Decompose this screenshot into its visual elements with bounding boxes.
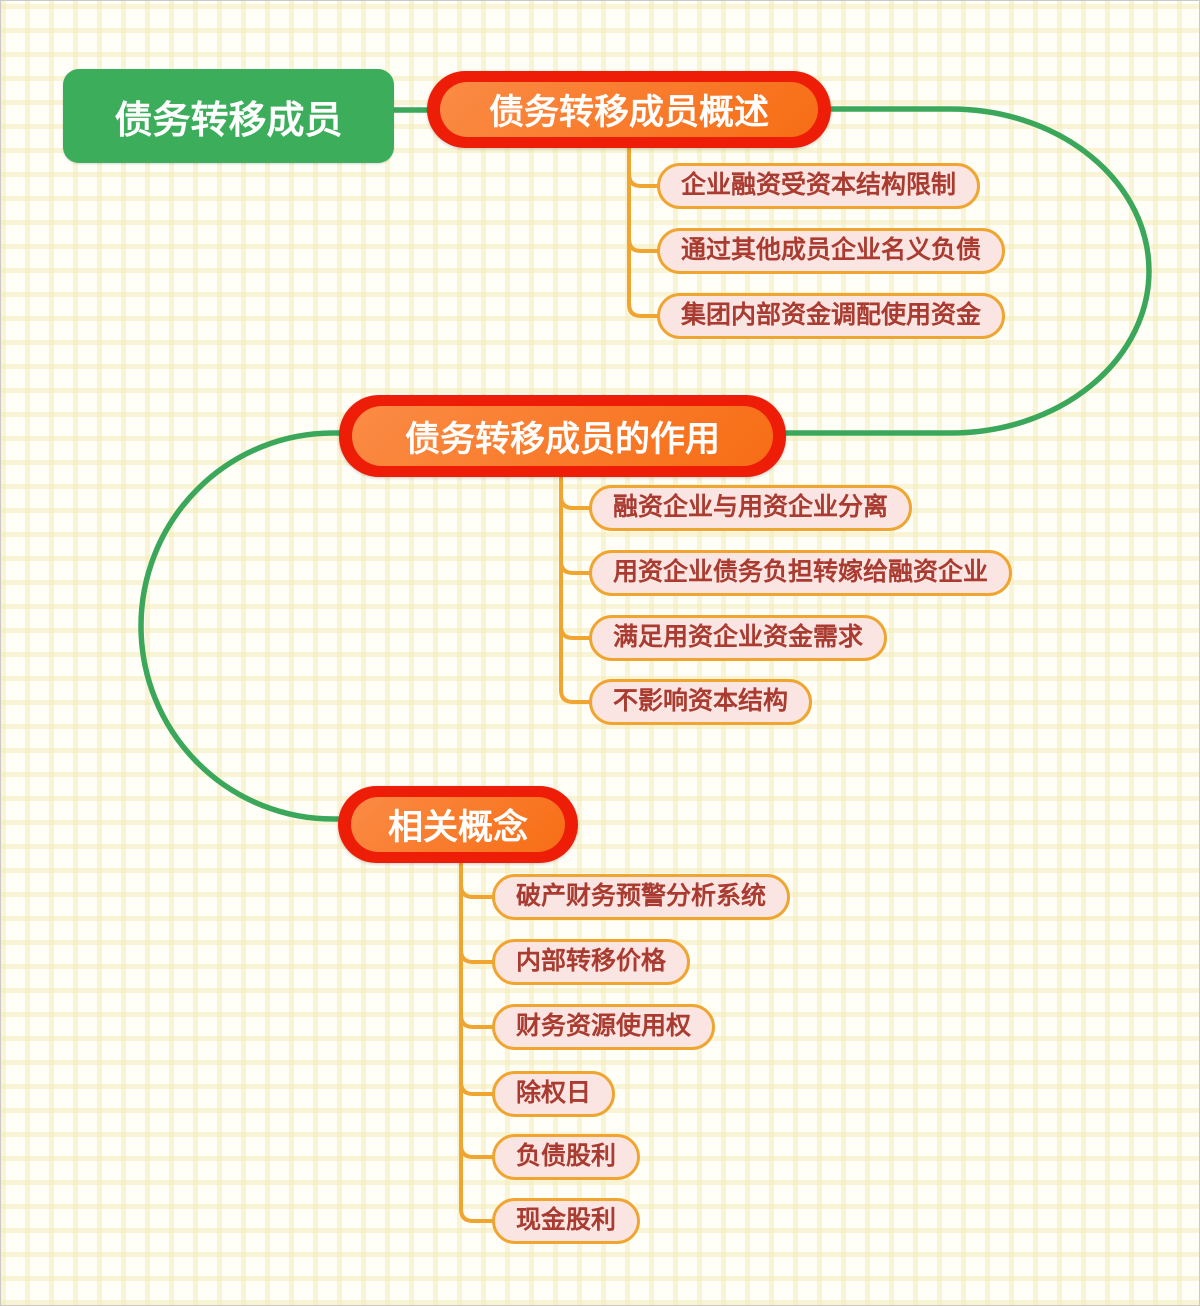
branch-node-function[interactable]: 债务转移成员的作用 bbox=[339, 395, 786, 477]
branch-node-overview-label: 债务转移成员概述 bbox=[440, 82, 818, 137]
child-node[interactable]: 企业融资受资本结构限制 bbox=[657, 163, 981, 209]
child-node[interactable]: 除权日 bbox=[492, 1071, 616, 1117]
branch-node-function-label: 债务转移成员的作用 bbox=[352, 406, 773, 466]
child-node[interactable]: 通过其他成员企业名义负债 bbox=[657, 228, 1006, 274]
child-node[interactable]: 融资企业与用资企业分离 bbox=[589, 485, 913, 531]
child-node[interactable]: 集团内部资金调配使用资金 bbox=[657, 293, 1006, 339]
branch-node-overview[interactable]: 债务转移成员概述 bbox=[427, 71, 831, 148]
child-node[interactable]: 不影响资本结构 bbox=[589, 679, 813, 725]
child-node[interactable]: 现金股利 bbox=[492, 1198, 641, 1244]
branch-node-concepts-label: 相关概念 bbox=[351, 797, 565, 852]
child-node[interactable]: 内部转移价格 bbox=[492, 939, 691, 985]
child-node[interactable]: 用资企业债务负担转嫁给融资企业 bbox=[589, 550, 1013, 596]
child-node[interactable]: 财务资源使用权 bbox=[492, 1004, 716, 1050]
child-node[interactable]: 满足用资企业资金需求 bbox=[589, 615, 888, 661]
link-branch2-to-branch3 bbox=[138, 430, 342, 822]
child-node[interactable]: 负债股利 bbox=[492, 1134, 641, 1180]
root-node[interactable]: 债务转移成员 bbox=[63, 69, 394, 163]
branch-node-concepts[interactable]: 相关概念 bbox=[338, 786, 578, 863]
child-node[interactable]: 破产财务预警分析系统 bbox=[492, 874, 791, 920]
